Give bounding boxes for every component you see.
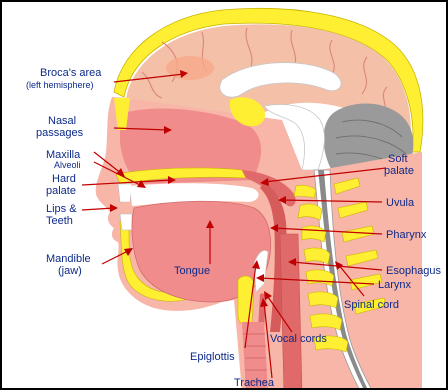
label-soft-palate: Soft [388, 153, 408, 165]
label-hard-palate: Hard [52, 173, 76, 185]
label-mandible-sub: (jaw) [58, 265, 82, 277]
label-soft-palate-sub: palate [384, 165, 414, 177]
label-nasal: Nasal [48, 115, 76, 127]
label-alveoli: Alveoli [54, 160, 81, 170]
label-lips-sub: Teeth [46, 215, 73, 227]
label-uvula: Uvula [386, 197, 415, 209]
label-esophagus: Esophagus [386, 265, 442, 277]
esophagus [280, 234, 302, 390]
label-lips: Lips & [46, 203, 77, 215]
label-larynx: Larynx [378, 279, 412, 291]
label-vocal-cords: Vocal cords [270, 333, 327, 345]
label-pharynx: Pharynx [386, 229, 427, 241]
lower-teeth [120, 214, 132, 230]
label-hard-palate-sub: palate [46, 185, 76, 197]
label-spinal-cord: Spinal cord [344, 299, 399, 311]
upper-teeth [118, 184, 132, 202]
label-mandible: Mandible [46, 253, 91, 265]
label-broca-sub: (left hemisphere) [26, 80, 94, 90]
label-nasal-sub: passages [36, 127, 84, 139]
label-tongue: Tongue [174, 265, 210, 277]
label-broca: Broca's area [40, 67, 102, 79]
broca-area [166, 56, 214, 80]
label-epiglottis: Epiglottis [190, 351, 235, 363]
label-trachea: Trachea [234, 377, 275, 389]
